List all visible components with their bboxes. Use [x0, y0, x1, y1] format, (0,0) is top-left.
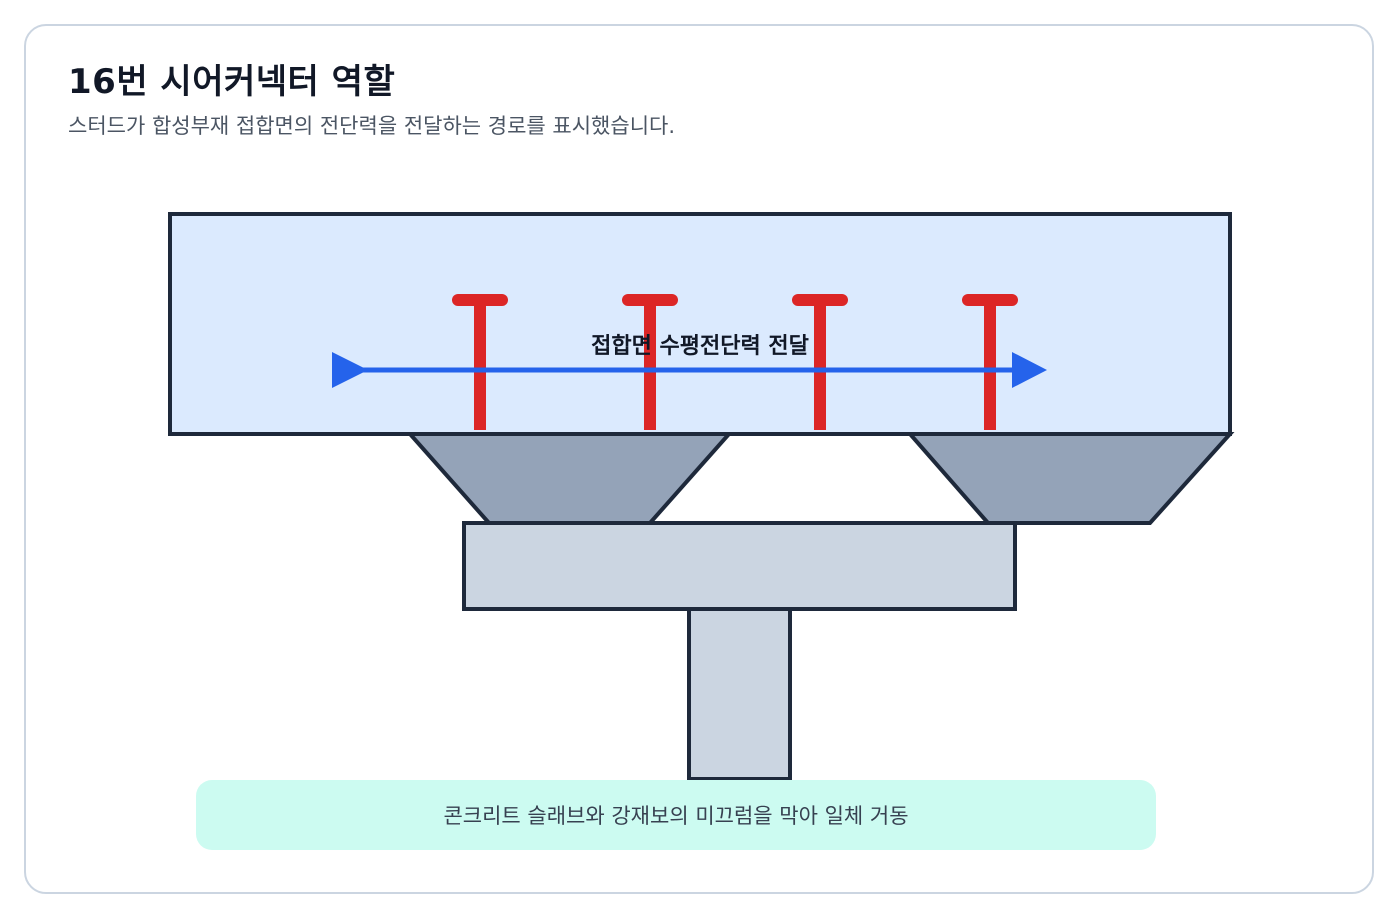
stud-1 [452, 294, 508, 430]
page-subtitle: 스터드가 합성부재 접합면의 전단력을 전달하는 경로를 표시했습니다. [68, 114, 676, 138]
concrete-slab [168, 212, 1232, 436]
haunch-right [905, 432, 1235, 525]
cap-beam [462, 521, 1017, 611]
summary-note-text: 콘크리트 슬래브와 강재보의 미끄럼을 막아 일체 거동 [443, 804, 909, 828]
summary-note: 콘크리트 슬래브와 강재보의 미끄럼을 막아 일체 거동 [196, 780, 1156, 850]
arrow-head [1012, 352, 1047, 388]
page-title: 16번 시어커넥터 역할 [68, 62, 396, 102]
arrow-label: 접합면 수평전단력 전달 [591, 333, 809, 359]
stud-3 [792, 294, 848, 430]
stud-4 [962, 294, 1018, 430]
pier-column [687, 606, 792, 781]
haunch-left [405, 432, 734, 525]
shear-flow-arrow [332, 352, 1047, 388]
stud-2 [622, 294, 678, 430]
arrow-tail-head [332, 352, 368, 388]
